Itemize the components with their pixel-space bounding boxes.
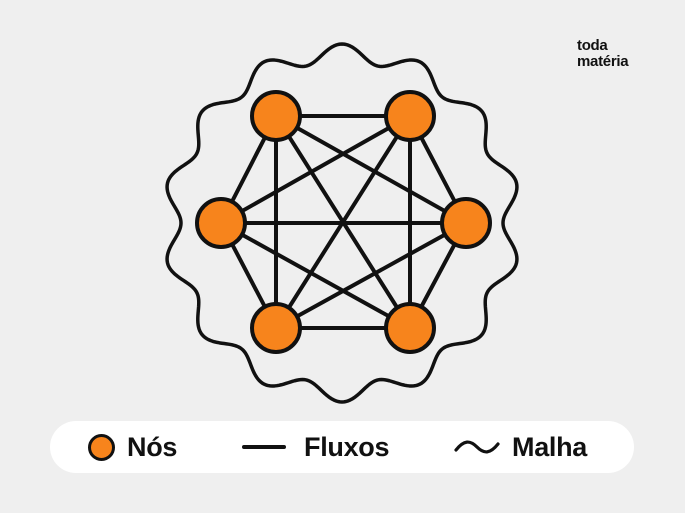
node-n5 [250, 302, 302, 354]
line-swatch-icon [242, 445, 286, 449]
legend-label-flows: Fluxos [304, 431, 390, 462]
node-n3 [195, 197, 247, 249]
mesh-outline [165, 42, 519, 404]
node-swatch-icon [88, 433, 115, 461]
brand-logo-line1: toda [577, 37, 608, 54]
wave-swatch-icon [454, 440, 500, 454]
brand-logo: toda matéria [577, 37, 629, 70]
legend-item-nodes: Nós [88, 421, 177, 473]
legend-item-mesh: Malha [454, 421, 587, 473]
legend-item-flows: Fluxos [242, 421, 390, 473]
flow-lines [219, 114, 468, 330]
node-n2 [384, 90, 436, 142]
node-n4 [440, 197, 492, 249]
legend: Nós Fluxos Malha [50, 421, 634, 473]
legend-label-mesh: Malha [512, 431, 588, 462]
node-n1 [250, 90, 302, 142]
flow-line-n2-n3 [219, 114, 412, 225]
flow-line-n3-n6 [219, 221, 412, 330]
node-n6 [384, 302, 436, 354]
legend-label-nodes: Nós [127, 431, 178, 462]
nodes-group [195, 90, 492, 354]
flow-line-n1-n4 [274, 114, 468, 225]
flow-line-n4-n5 [274, 221, 468, 330]
brand-logo-line2: matéria [577, 53, 629, 70]
